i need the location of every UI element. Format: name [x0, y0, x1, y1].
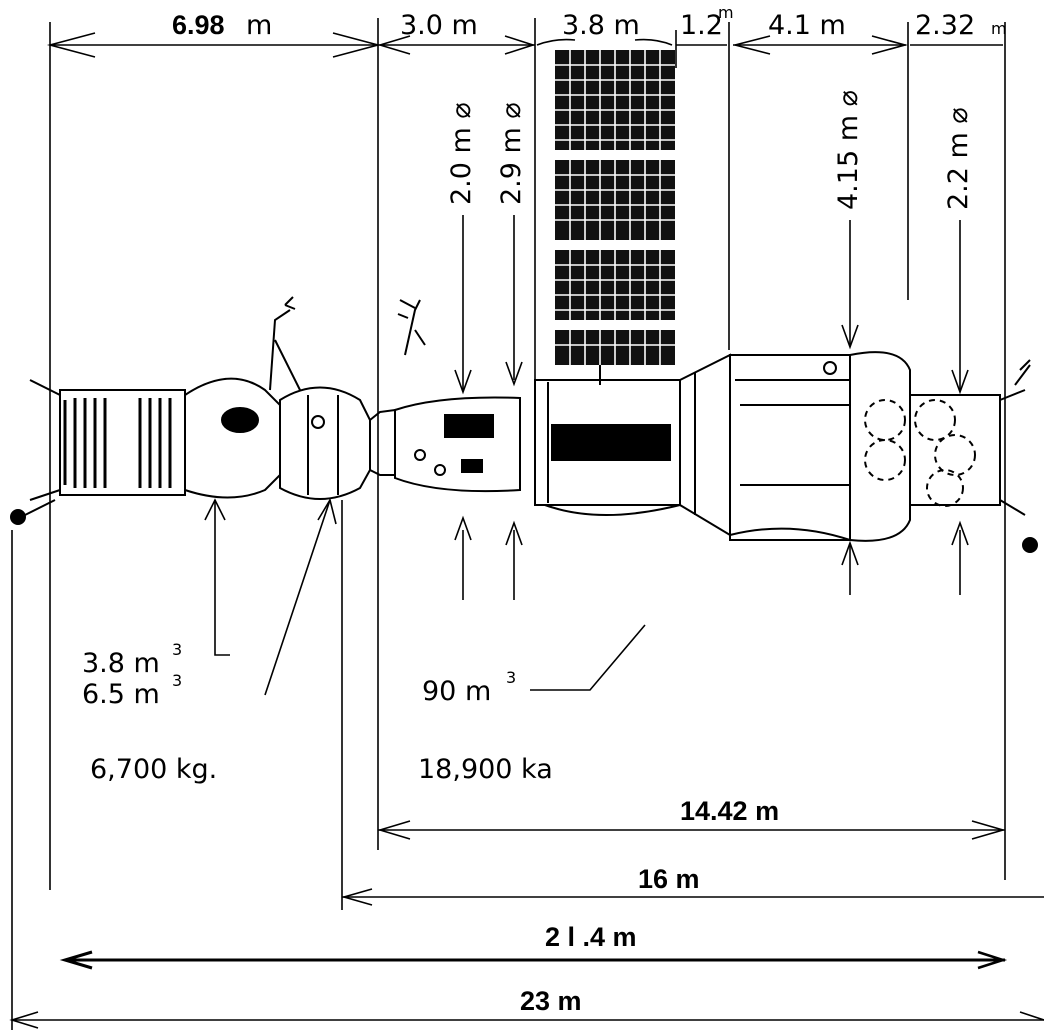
- orbital-module-volume: 3.8 m: [82, 648, 160, 679]
- station-length-label: 14.42 m: [680, 796, 779, 826]
- soyuz-mass: 6,700 kg.: [90, 754, 217, 785]
- top-dimension-labels: 6.98 m 3.0 m 3.8 m 1.2 m 4.1 m 2.32 m: [172, 3, 1007, 41]
- spacecraft-outline: [10, 296, 1038, 553]
- step-section-label: 1.2: [680, 10, 723, 41]
- solar-panel: [555, 50, 675, 385]
- combined-length-label: 2 l .4 m: [545, 922, 637, 952]
- station-volume-exp: 3: [506, 668, 516, 687]
- extension-lines: [11, 18, 1006, 1030]
- station-mass: 18,900 ka: [418, 754, 553, 785]
- volume-leaders: [204, 497, 646, 696]
- work-section-large-label: 4.1 m: [768, 10, 846, 41]
- step-section-unit: m: [718, 3, 734, 22]
- transfer-section-label: 3.0 m: [400, 10, 478, 41]
- overall-dimension-labels: 14.42 m 16 m 2 l .4 m 23 m: [520, 796, 779, 1016]
- diameter-label-1: 2.0 m ⌀: [446, 102, 477, 205]
- descent-module-volume-exp: 3: [172, 671, 182, 690]
- work-section-small-label: 3.8 m: [562, 10, 640, 41]
- mass-labels: 6,700 kg. 18,900 ka: [90, 754, 553, 785]
- overall-dimension-lines: [9, 820, 1044, 1029]
- aft-section-label: 2.32: [915, 10, 975, 41]
- diameter-callouts: 2.0 m ⌀ 2.9 m ⌀ 4.15 m ⌀ 2.2 m ⌀: [446, 90, 974, 566]
- aft-section-unit: m: [991, 19, 1007, 38]
- diameter-label-2: 2.9 m ⌀: [496, 102, 527, 205]
- orbital-module-volume-exp: 3: [172, 640, 182, 659]
- soyuz-length-value: 6.98: [172, 10, 225, 40]
- soyuz-length-unit: m: [246, 10, 272, 41]
- diameter-label-3: 4.15 m ⌀: [833, 90, 864, 210]
- station-with-docking-label: 16 m: [638, 864, 700, 894]
- station-volume: 90 m: [422, 676, 491, 707]
- total-length-label: 23 m: [520, 986, 582, 1016]
- diameter-label-4: 2.2 m ⌀: [943, 107, 974, 210]
- volume-labels: 3.8 m 3 6.5 m 3 90 m 3: [82, 640, 516, 710]
- descent-module-volume: 6.5 m: [82, 679, 160, 710]
- top-dimension-lines: [46, 32, 1003, 58]
